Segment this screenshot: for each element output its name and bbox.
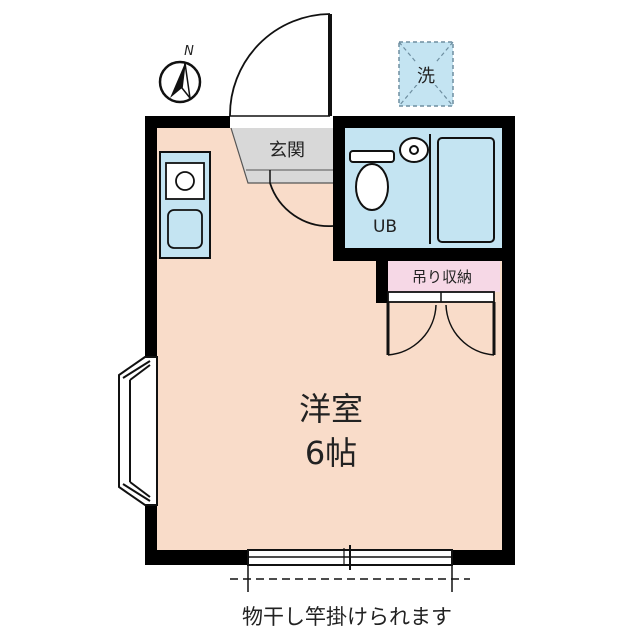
main-room-name: 洋室: [299, 390, 363, 428]
compass: [158, 60, 202, 104]
toilet-tank: [349, 150, 395, 163]
laundry-rod: [230, 566, 470, 592]
bath-label: UB: [373, 217, 397, 237]
storage-floor: [388, 260, 500, 292]
footer-note: 物干し竿掛けられます: [242, 605, 452, 629]
balcony-window: [247, 545, 453, 570]
kitchen-counter: [159, 151, 211, 259]
bath-walls: [333, 128, 515, 303]
bath-fixtures: [349, 134, 495, 244]
entrance-floor: [231, 128, 333, 183]
laundry-area: [398, 41, 454, 107]
closet: [386, 291, 496, 356]
bath-door: [269, 170, 334, 227]
main-room-size: 6帖: [305, 434, 357, 472]
bay-window: [118, 356, 158, 506]
sink-icon: [167, 209, 203, 249]
storage-label: 吊り収納: [412, 268, 472, 286]
entrance-label: 玄関: [269, 140, 305, 161]
compass-north-label: N: [184, 44, 194, 59]
washbasin-icon: [399, 137, 429, 163]
bathtub-icon: [437, 137, 495, 243]
outer-walls: [145, 116, 515, 565]
entrance-door: [229, 13, 332, 117]
toilet-icon: [355, 163, 389, 211]
laundry-label: 洗: [417, 66, 435, 87]
stove-icon: [165, 162, 205, 200]
